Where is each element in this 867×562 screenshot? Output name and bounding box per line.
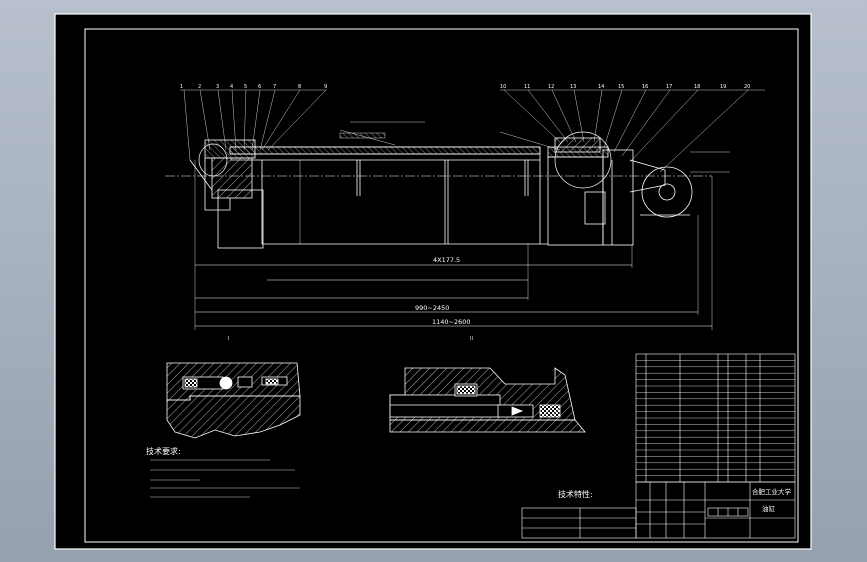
balloon: 14 — [598, 84, 604, 90]
balloon: 20 — [744, 84, 750, 90]
dimension-total: 1140~2600 — [432, 318, 471, 326]
balloon: 4 — [230, 84, 233, 90]
detail-label-left: I — [228, 336, 229, 342]
balloon: 1 — [180, 84, 183, 90]
technical-notes: 技术要求: — [146, 446, 300, 498]
part-balloons: 1 2 3 4 5 6 7 8 9 10 11 12 13 14 15 16 1… — [180, 84, 750, 90]
balloon: 9 — [324, 84, 327, 90]
balloon: 8 — [298, 84, 301, 90]
balloon: 11 — [524, 84, 530, 90]
cylinder-main-view — [165, 89, 765, 330]
table-title: 技术特性: — [558, 489, 593, 499]
detail-view-right — [389, 367, 586, 433]
dimension-stroke: 990~2450 — [415, 304, 449, 312]
inner-frame — [84, 28, 799, 543]
balloon: 12 — [548, 84, 554, 90]
balloon: 13 — [570, 84, 576, 90]
balloon: 19 — [720, 84, 726, 90]
balloon: 17 — [666, 84, 672, 90]
balloon: 7 — [273, 84, 276, 90]
outer-frame — [54, 13, 812, 550]
detail-view-left — [166, 362, 301, 439]
characteristics-table — [521, 507, 637, 539]
balloon: 16 — [642, 84, 648, 90]
parts-list-rows — [636, 360, 795, 476]
detail-label-right: II — [470, 336, 473, 342]
balloon: 6 — [258, 84, 261, 90]
title-school: 合肥工业大学 — [752, 487, 792, 496]
dimension-bore: 4X177.5 — [433, 256, 460, 264]
balloon: 2 — [198, 84, 201, 90]
balloon: 5 — [244, 84, 247, 90]
balloon: 10 — [500, 84, 506, 90]
title-block — [635, 481, 796, 539]
balloon: 3 — [216, 84, 219, 90]
balloon: 15 — [618, 84, 624, 90]
notes-title: 技术要求: — [146, 446, 181, 456]
title-drawing-name: 油缸 — [762, 504, 776, 513]
balloon: 18 — [694, 84, 700, 90]
